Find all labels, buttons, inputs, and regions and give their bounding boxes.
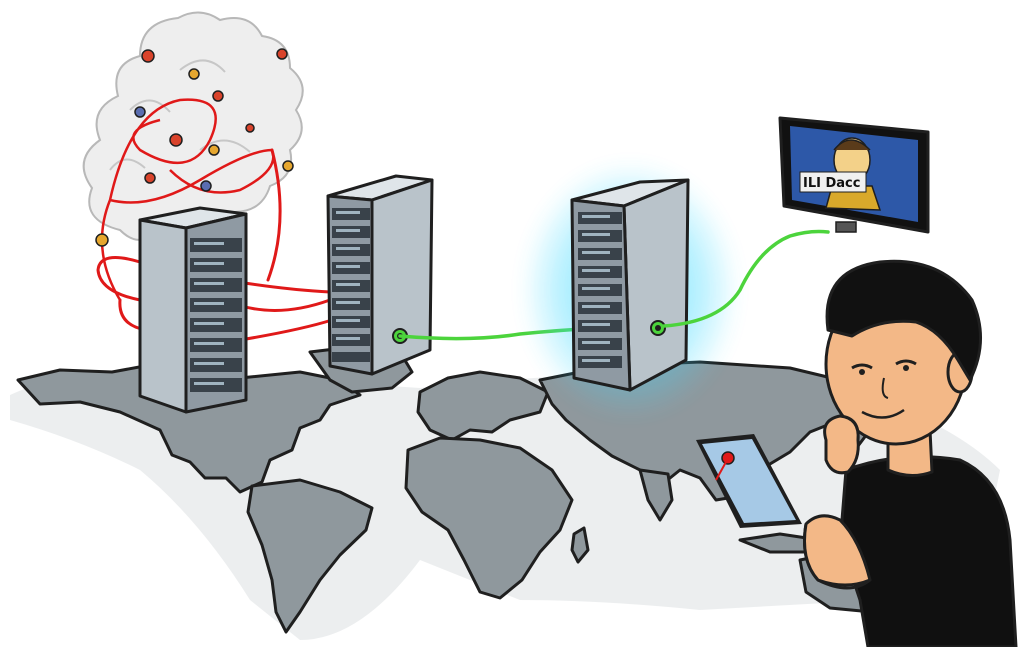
server-rack (326, 174, 434, 376)
green-cable-monitor (662, 229, 830, 328)
server-rack-infected (138, 206, 248, 414)
shirt (840, 455, 1018, 647)
india (638, 468, 674, 522)
africa (404, 436, 574, 600)
monitor-icon: ILI Dacc (778, 116, 930, 234)
madagascar (570, 526, 590, 564)
hand (823, 414, 860, 475)
tablet-icon (696, 434, 802, 528)
south-america (246, 478, 374, 634)
europe (416, 370, 550, 442)
tv-screen-text: ILI Dacc (803, 176, 860, 191)
hair (825, 259, 982, 382)
person (803, 259, 1018, 647)
server-rack-protected (520, 160, 740, 420)
virus-bugs (95, 48, 294, 247)
